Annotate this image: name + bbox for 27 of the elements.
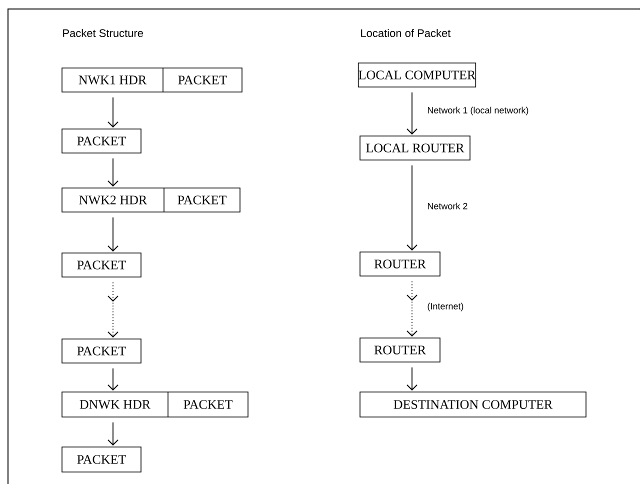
arrow [406,92,418,135]
header-packet-box: NWK1 HDR PACKET [62,68,242,92]
column-heading: Packet Structure [63,28,144,38]
edge-label: Network 2 [426,202,469,210]
arrow [108,158,118,187]
header-packet-box: DNWK HDR PACKET [62,392,248,418]
arrow [108,422,118,446]
arrow [406,164,418,251]
arrow [108,216,118,252]
packet-box: PACKET [62,252,142,278]
location-box: LOCAL COMPUTER [358,62,476,88]
location-box: DESTINATION COMPUTER [360,392,586,418]
location-box: ROUTER [360,338,440,362]
packet-box: PACKET [62,128,142,154]
location-box: LOCAL ROUTER [360,136,470,160]
packet-box: PACKET [62,446,142,472]
arrow [108,282,118,338]
location-box: ROUTER [360,252,440,276]
column-heading: Location of Packet [361,28,451,38]
header-packet-box: NWK2 HDR PACKET [62,188,240,212]
arrow [108,96,118,128]
edge-label: Network 1 (local network) [426,106,530,116]
packet-box: PACKET [62,338,142,364]
arrow [406,366,418,391]
arrow [108,368,118,391]
edge-label: (Internet) [426,302,465,312]
arrow [406,280,418,337]
